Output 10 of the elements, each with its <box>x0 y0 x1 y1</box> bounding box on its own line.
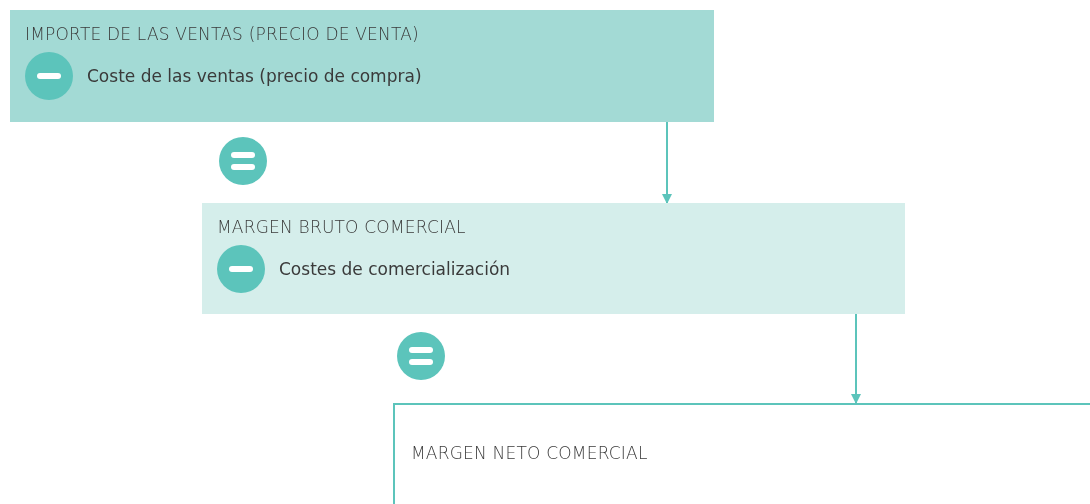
text-box <box>393 403 1090 504</box>
heading-text: IMPORTE DE LAS VENTAS (PRECIO DE VENTA) <box>25 24 420 44</box>
heading-text: MARGEN NETO COMERCIAL <box>411 443 649 463</box>
arrow <box>851 313 861 404</box>
body-text: Costes de comercialización <box>279 259 511 279</box>
text-box <box>10 10 714 122</box>
arrow <box>662 121 672 204</box>
text-box <box>202 203 905 314</box>
heading-text: MARGEN BRUTO COMERCIAL <box>217 217 467 237</box>
body-text: Coste de las ventas (precio de compra) <box>87 66 422 86</box>
